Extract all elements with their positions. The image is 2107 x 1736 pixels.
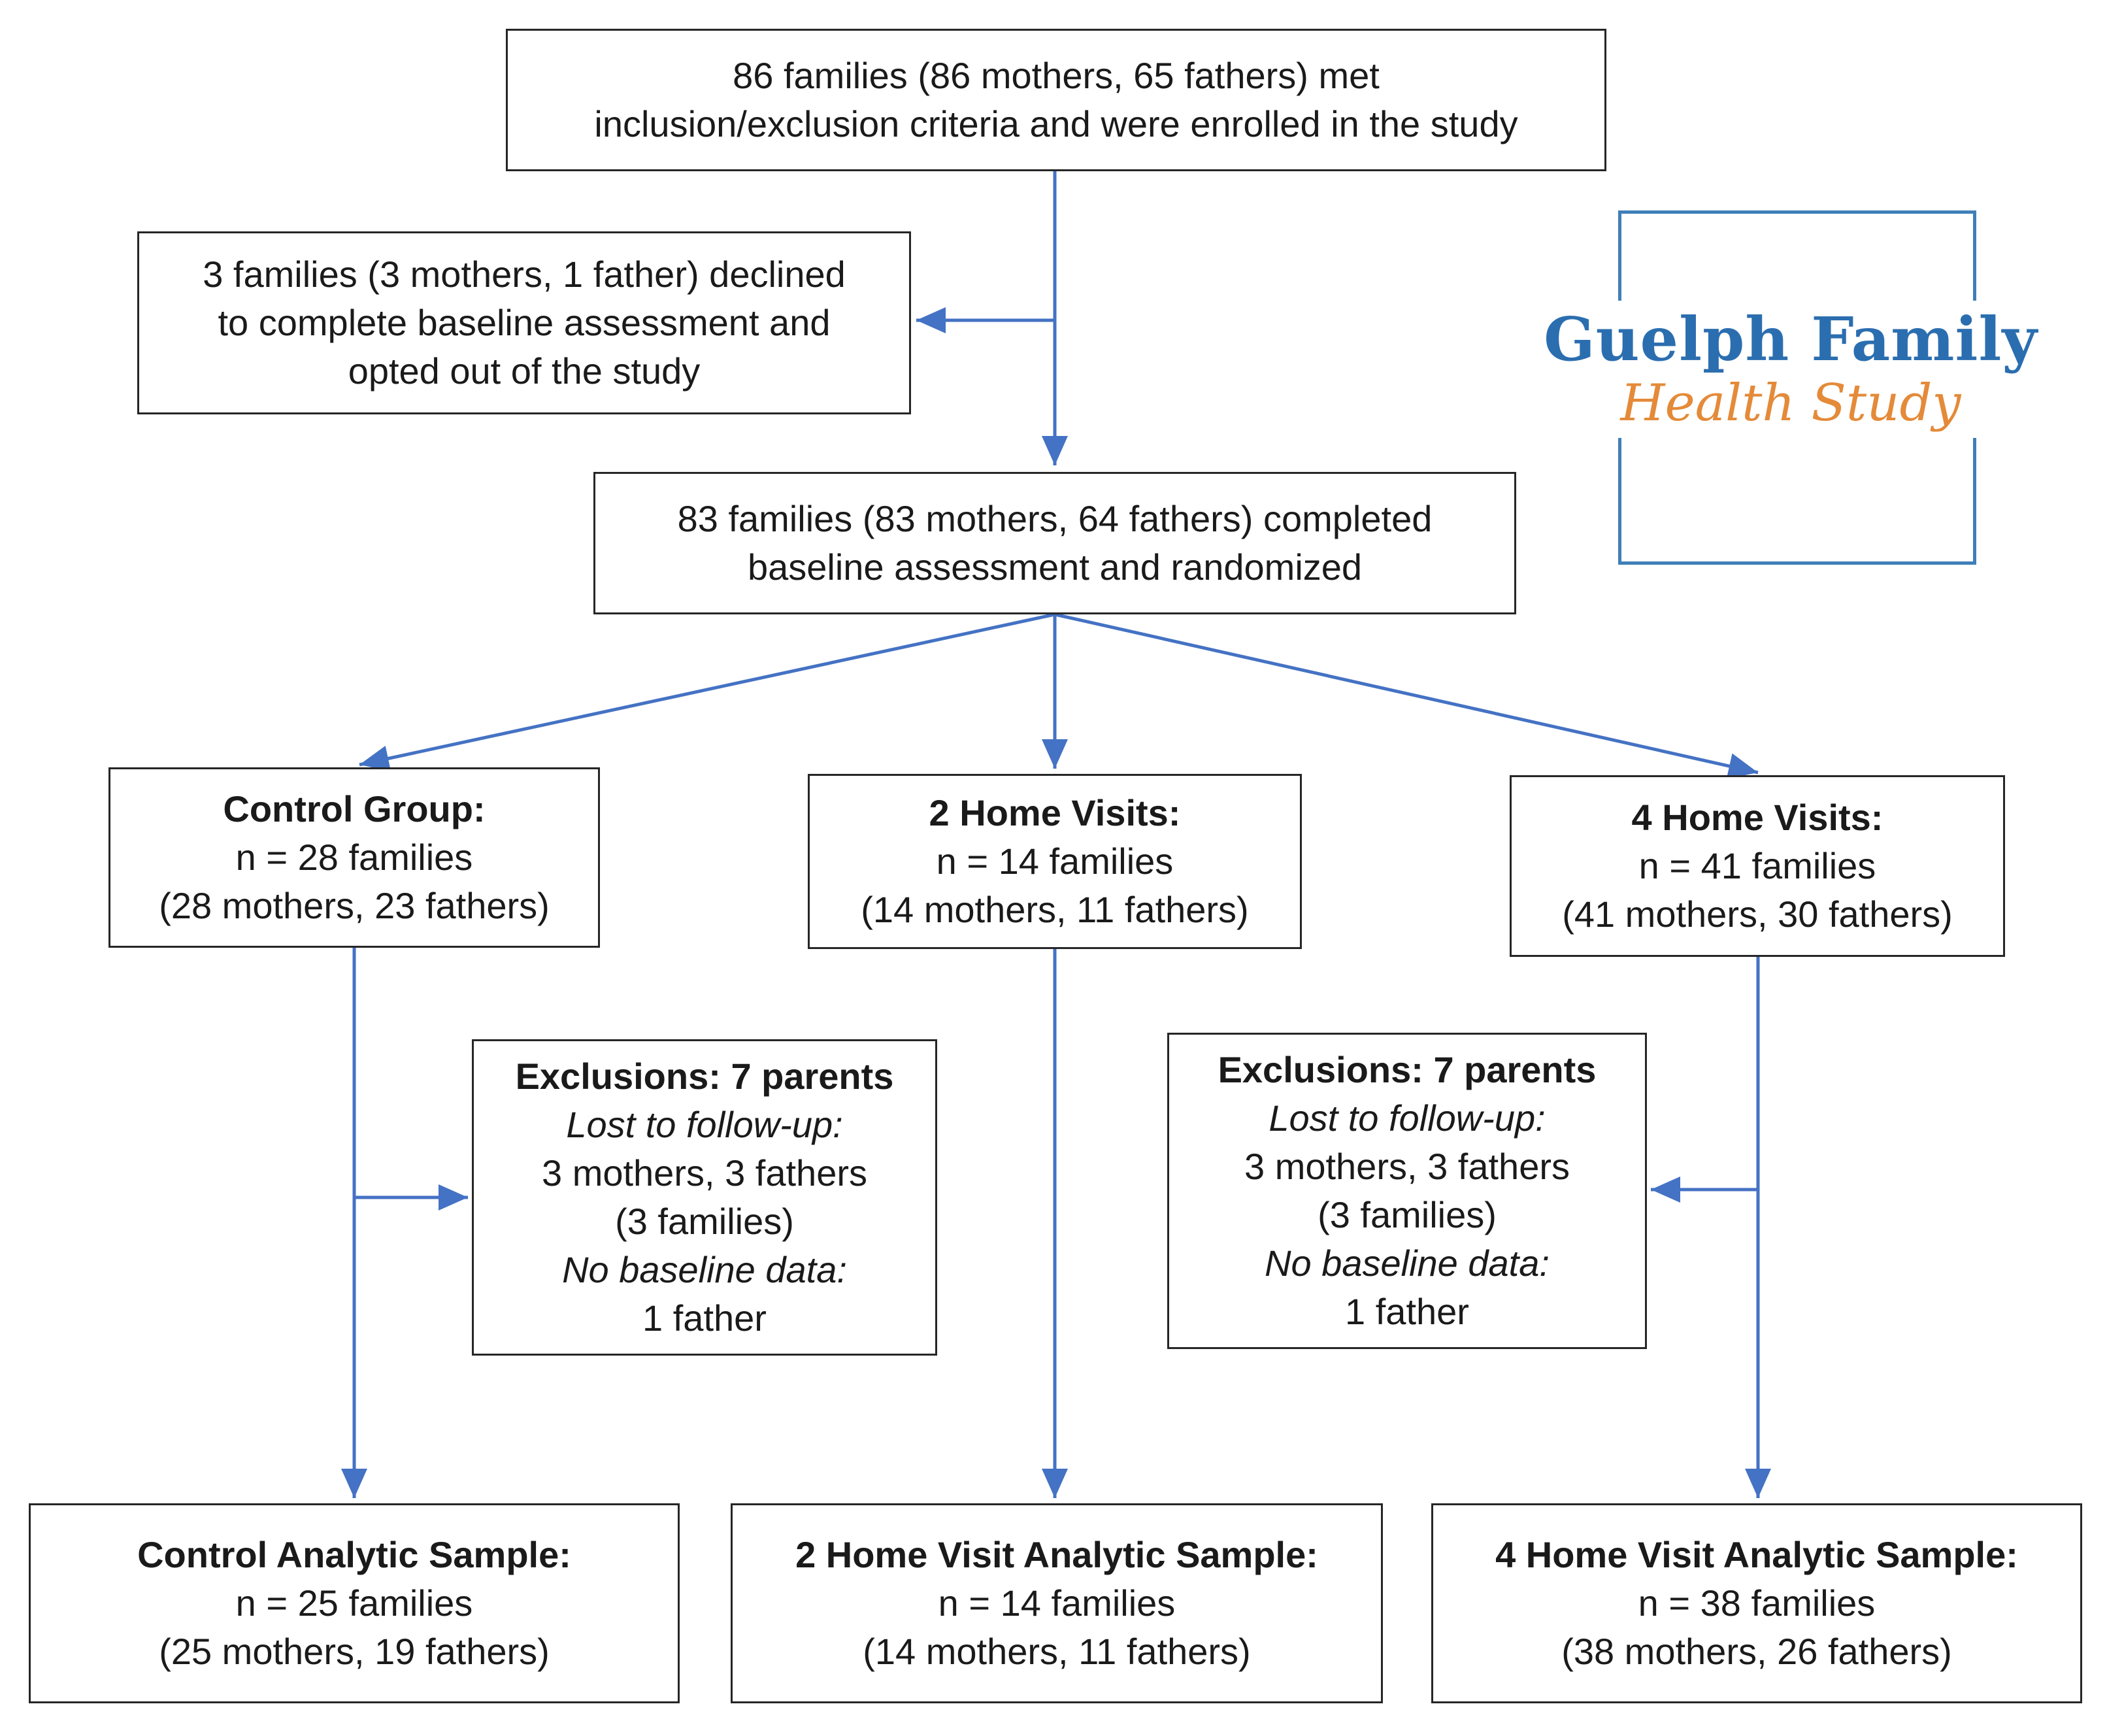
control-analytic-line-2: (25 mothers, 19 fathers): [159, 1631, 550, 1672]
exclusions-control-lost-line-2: (3 families): [615, 1201, 794, 1242]
node-four-visit-analytic-sample: 4 Home Visit Analytic Sample: n = 38 fam…: [1431, 1503, 2082, 1703]
two-analytic-line-1: n = 14 families: [938, 1582, 1176, 1624]
logo-band: [1529, 301, 2052, 438]
node-enrolled-line-2: inclusion/exclusion criteria and were en…: [594, 103, 1518, 144]
node-control-analytic-sample: Control Analytic Sample: n = 25 families…: [29, 1503, 680, 1703]
exclusions-control-lost-line-1: 3 mothers, 3 fathers: [541, 1152, 867, 1194]
node-control-group-title: Control Group:: [223, 788, 486, 829]
node-declined: 3 families (3 mothers, 1 father) decline…: [137, 231, 911, 414]
exclusions-control-nobase-label: No baseline data:: [562, 1249, 847, 1290]
node-exclusions-four-visits: Exclusions: 7 parents Lost to follow-up:…: [1167, 1033, 1647, 1349]
node-two-home-visits-title: 2 Home Visits:: [929, 792, 1181, 833]
node-four-home-visits-title: 4 Home Visits:: [1631, 797, 1883, 838]
two-analytic-line-2: (14 mothers, 11 fathers): [863, 1631, 1251, 1672]
arrow-randomized-to-control: [359, 612, 1055, 772]
node-four-home-visits-line-2: (41 mothers, 30 fathers): [1562, 893, 1953, 935]
control-analytic-line-1: n = 25 families: [235, 1582, 473, 1624]
node-four-home-visits: 4 Home Visits: n = 41 families (41 mothe…: [1510, 775, 2005, 957]
node-randomized-line-1: 83 families (83 mothers, 64 fathers) com…: [677, 498, 1433, 539]
four-analytic-line-1: n = 38 families: [1638, 1582, 1876, 1624]
exclusions-control-lost-label: Lost to follow-up:: [566, 1104, 843, 1145]
node-four-home-visits-line-1: n = 41 families: [1638, 845, 1876, 886]
node-control-group: Control Group: n = 28 families (28 mothe…: [108, 767, 600, 948]
control-analytic-title: Control Analytic Sample:: [137, 1534, 571, 1575]
guelph-family-health-study-logo: Guelph Family Health Study: [1529, 196, 2052, 575]
node-enrolled: 86 families (86 mothers, 65 fathers) met…: [506, 29, 1606, 171]
node-two-home-visits-line-2: (14 mothers, 11 fathers): [861, 889, 1249, 930]
logo-text-line-1: Guelph Family: [1544, 304, 2038, 375]
node-randomized-line-2: baseline assessment and randomized: [747, 546, 1363, 588]
exclusions-four-title: Exclusions: 7 parents: [1218, 1049, 1597, 1090]
exclusions-four-lost-line-1: 3 mothers, 3 fathers: [1244, 1146, 1570, 1187]
node-exclusions-control: Exclusions: 7 parents Lost to follow-up:…: [472, 1039, 937, 1356]
two-analytic-title: 2 Home Visit Analytic Sample:: [795, 1534, 1318, 1575]
arrow-randomized-to-four-visits: [1054, 612, 1759, 779]
node-enrolled-line-1: 86 families (86 mothers, 65 fathers) met: [733, 55, 1380, 96]
exclusions-four-lost-line-2: (3 families): [1318, 1194, 1497, 1235]
exclusions-control-nobase-line: 1 father: [642, 1297, 767, 1339]
four-analytic-title: 4 Home Visit Analytic Sample:: [1495, 1534, 2018, 1575]
node-declined-line-2: to complete baseline assessment and: [218, 302, 831, 343]
four-analytic-line-2: (38 mothers, 26 fathers): [1561, 1631, 1952, 1672]
node-declined-line-3: opted out of the study: [348, 350, 701, 392]
logo-text-line-2: Health Study: [1620, 374, 1961, 433]
node-two-visit-analytic-sample: 2 Home Visit Analytic Sample: n = 14 fam…: [731, 1503, 1383, 1703]
node-control-group-line-2: (28 mothers, 23 fathers): [159, 885, 550, 926]
exclusions-four-nobase-line: 1 father: [1345, 1291, 1469, 1332]
node-declined-line-1: 3 families (3 mothers, 1 father) decline…: [203, 254, 846, 295]
node-two-home-visits: 2 Home Visits: n = 14 families (14 mothe…: [808, 774, 1302, 949]
node-two-home-visits-line-1: n = 14 families: [936, 841, 1174, 882]
exclusions-four-nobase-label: No baseline data:: [1265, 1243, 1550, 1284]
exclusions-four-lost-label: Lost to follow-up:: [1269, 1097, 1546, 1139]
node-control-group-line-1: n = 28 families: [235, 837, 473, 878]
exclusions-control-title: Exclusions: 7 parents: [515, 1056, 894, 1097]
node-randomized: 83 families (83 mothers, 64 fathers) com…: [593, 472, 1516, 614]
